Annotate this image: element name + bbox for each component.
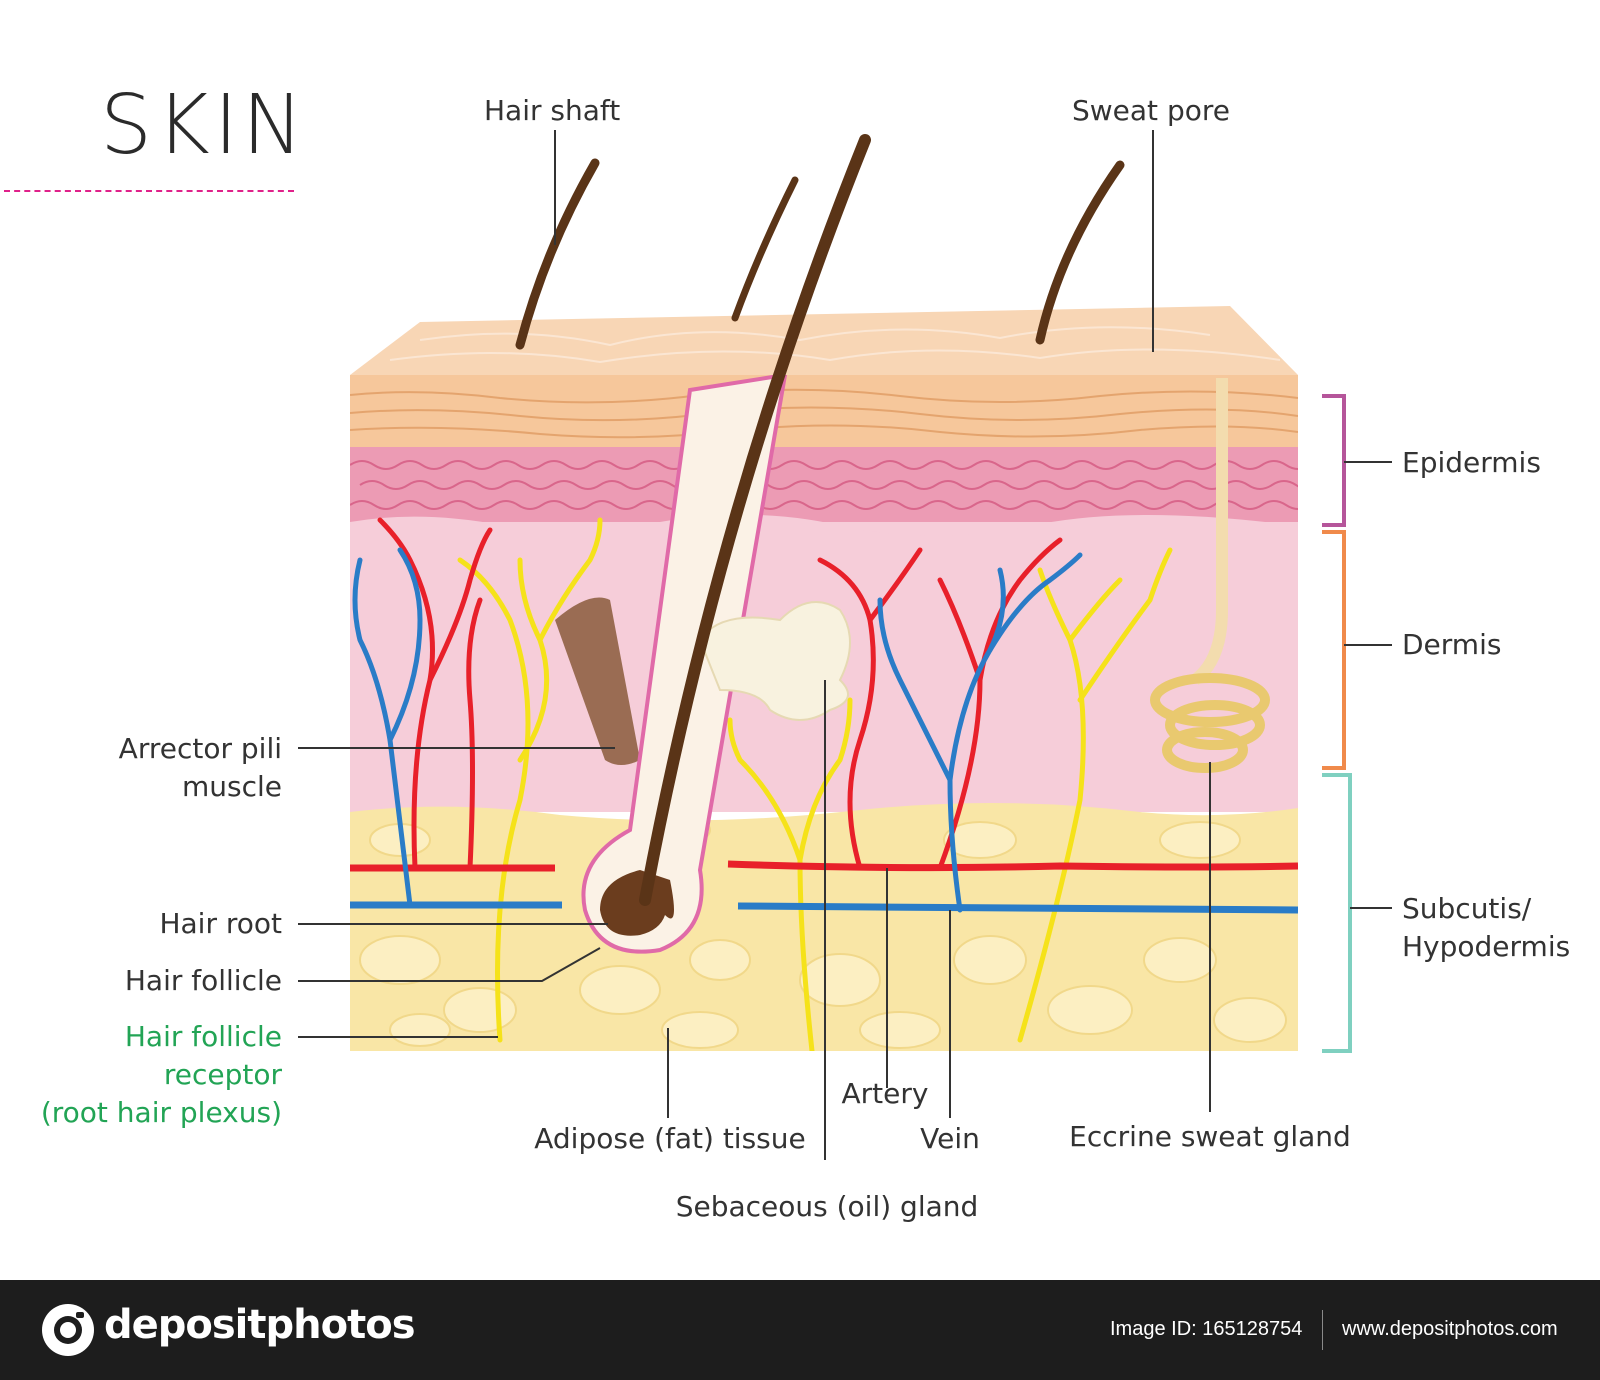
nerve-fibers <box>457 517 1173 1051</box>
subcutis-bracket <box>1322 773 1352 1053</box>
label-arrector-line2: muscle <box>181 769 282 803</box>
hair-shafts <box>515 134 1125 906</box>
leader-lines <box>298 130 1211 1160</box>
artery-main <box>350 860 1298 872</box>
label-eccrine: Eccrine sweat gland <box>1069 1120 1351 1153</box>
label-receptor-line3: (root hair plexus) <box>40 1095 282 1129</box>
label-epidermis: Epidermis <box>1402 446 1541 479</box>
epidermis-bracket <box>1322 394 1346 527</box>
label-subcutis-line1: Subcutis/ <box>1402 892 1532 925</box>
label-arrector-line1: Arrector pili <box>118 732 282 765</box>
diagram-title: SKIN <box>100 78 308 173</box>
footer-brand: depositphotos <box>104 1302 416 1348</box>
label-dermis: Dermis <box>1402 628 1502 661</box>
corneum-lines <box>350 388 1298 439</box>
camera-logo-icon <box>42 1304 94 1356</box>
footer-image-id: Image ID: 165128754 <box>1110 1318 1303 1340</box>
hair-root <box>600 870 674 936</box>
sebaceous-gland <box>698 601 851 721</box>
vein-branches <box>352 547 1083 913</box>
label-subcutis: Subcutis/ Hypodermis <box>1402 890 1570 966</box>
label-receptor-line1: Hair follicle <box>124 1020 282 1053</box>
footer-site: www.depositphotos.com <box>1342 1318 1558 1340</box>
label-arrector-pili: Arrector pili muscle <box>119 730 282 806</box>
dermis-bracket <box>1322 530 1346 770</box>
vein-main <box>350 901 1298 914</box>
label-hair-root: Hair root <box>159 907 282 940</box>
label-artery: Artery <box>841 1077 929 1110</box>
label-hair-shaft: Hair shaft <box>484 94 621 127</box>
skin-surface <box>350 306 1298 375</box>
footer-separator <box>1322 1310 1323 1350</box>
label-sweat-pore: Sweat pore <box>1072 94 1230 127</box>
epidermis-cells <box>350 460 1298 510</box>
label-subcutis-line2: Hypodermis <box>1402 929 1571 963</box>
label-sebaceous: Sebaceous (oil) gland <box>675 1190 979 1223</box>
label-hair-follicle: Hair follicle <box>124 964 282 997</box>
label-hair-follicle-receptor: Hair follicle receptor (root hair plexus… <box>41 1018 282 1131</box>
stratum-corneum <box>350 375 1298 447</box>
fat-cells <box>359 815 1287 1049</box>
label-adipose: Adipose (fat) tissue <box>534 1122 806 1155</box>
label-vein: Vein <box>920 1122 980 1155</box>
title-underline <box>4 190 294 192</box>
sweat-gland-coil <box>1150 673 1270 773</box>
surface-texture <box>389 326 1281 364</box>
label-receptor-line2: receptor <box>163 1057 282 1091</box>
dermis-wave <box>350 514 1298 540</box>
arrector-pili-muscle <box>555 597 640 765</box>
watermark-footer: depositphotos Image ID: 165128754 www.de… <box>0 1280 1600 1380</box>
epidermis-layer <box>350 447 1298 522</box>
